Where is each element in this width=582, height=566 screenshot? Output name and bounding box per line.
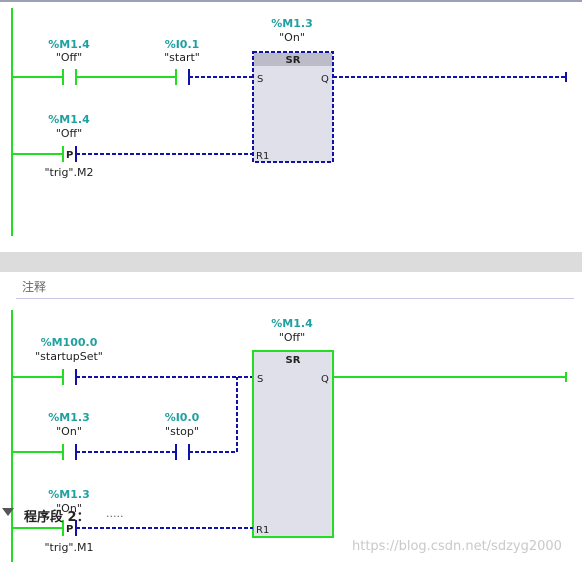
network-title-placeholder[interactable]: ..... [106,507,124,520]
contact-tag: "On" [56,425,82,438]
contact-address: %M1.3 [48,488,89,501]
contact-on-m13[interactable]: %M1.3 "On" [48,411,90,460]
contact-address: %I0.1 [165,38,200,51]
edge-memory-bit: "trig".M1 [45,541,94,554]
top-rule [0,0,582,2]
block-address: %M1.3 [271,17,312,30]
network-2: %M100.0 "startupSet" %M1.3 "On" %I0.0 "s… [11,310,567,562]
contact-address: %M1.3 [48,411,89,424]
contact-address: %M1.4 [48,113,90,126]
block-title: SR [286,355,301,366]
edge-contact-p-m14[interactable]: P %M1.4 "Off" "trig".M2 [45,113,94,179]
contact-address: %I0.0 [165,411,200,424]
network-comment-row[interactable]: 注释 [16,276,574,299]
contact-tag: "Off" [56,127,82,140]
pin-s: S [257,74,263,85]
edge-symbol: P [66,150,73,161]
contact-startupset-m1000[interactable]: %M100.0 "startupSet" [35,336,103,385]
block-tag: "Off" [279,331,305,344]
watermark: https://blog.csdn.net/sdzyg2000 [352,539,562,554]
contact-tag: "On" [56,502,82,515]
contact-tag: "stop" [165,425,199,438]
network-1: %M1.4 "Off" %I0.1 "start" %M1.3 "On" SR … [11,8,567,236]
collapse-arrow-icon[interactable] [2,508,14,516]
edge-contact-p-m13[interactable]: P %M1.3 "On" "trig".M1 [45,488,94,554]
contact-off-m14[interactable]: %M1.4 "Off" [48,38,90,85]
pin-r1: R1 [256,151,269,162]
block-tag: "On" [279,31,305,44]
contact-tag: "startupSet" [35,350,103,363]
network-comment[interactable]: 注释 [22,280,47,294]
edge-symbol: P [66,524,73,535]
contact-stop-i00[interactable]: %I0.0 "stop" [165,411,200,460]
sr-block-m14[interactable]: %M1.4 "Off" SR S Q R1 [252,317,334,538]
contact-address: %M100.0 [41,336,98,349]
contact-tag: "Off" [56,51,82,64]
network-title: 程序段 2： [24,510,90,525]
block-title: SR [286,55,301,66]
network-2-header[interactable]: 程序段 2： ..... [0,252,582,525]
pin-q: Q [321,374,329,385]
pin-s: S [257,374,263,385]
edge-memory-bit: "trig".M2 [45,166,94,179]
sr-block-m13[interactable]: %M1.3 "On" SR S Q R1 [252,17,334,163]
pin-q: Q [321,74,329,85]
contact-tag: "start" [164,51,200,64]
block-address: %M1.4 [271,317,313,330]
pin-r1: R1 [256,525,269,536]
contact-address: %M1.4 [48,38,90,51]
